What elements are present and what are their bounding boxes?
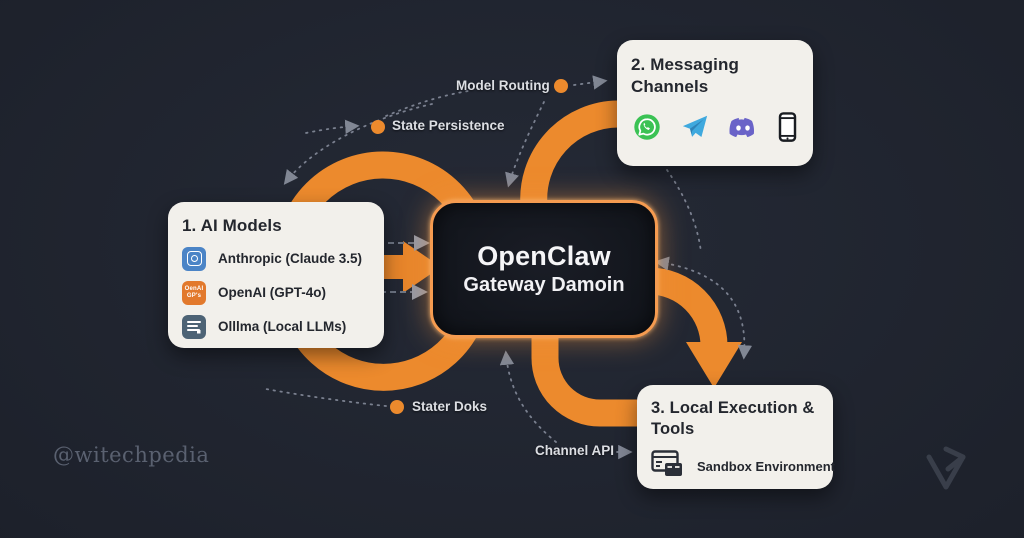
node-ai-models: 1. AI Models Anthropic (Claude 3.5) OenA…: [168, 202, 384, 348]
local-exec-title: 3. Local Execution & Tools: [651, 399, 815, 439]
phone-icon: [778, 111, 797, 147]
model-routing-dot: [554, 79, 568, 93]
whatsapp-icon: [633, 113, 661, 146]
local-exec-item-label: Sandbox Environment: [697, 459, 835, 475]
dotted-flow-paths: [265, 75, 753, 460]
list-item: Anthropic (Claude 3.5): [182, 246, 370, 271]
openai-icon-text: OenAI: [184, 286, 204, 293]
stater-doks-dot: [390, 400, 404, 414]
state-persistence-dot: [371, 120, 385, 134]
openai-icon-text: GP's: [186, 293, 202, 300]
arrowhead-to-local-exec: [686, 342, 742, 388]
list-item: Sandbox Environment: [651, 450, 835, 483]
gateway-title: OpenClaw: [477, 241, 611, 271]
ai-models-title: 1. AI Models: [182, 216, 282, 235]
node-gateway-center: OpenClaw Gateway Damoin: [430, 200, 658, 338]
ai-model-label: Anthropic (Claude 3.5): [218, 251, 363, 267]
brand-logo-icon: [918, 440, 974, 499]
telegram-icon: [681, 114, 709, 145]
list-item: OenAI GP's OpenAI (GPT-4o): [182, 280, 370, 305]
ai-model-label: Olllma (Local LLMs): [218, 319, 347, 335]
arc-bottom-right: [648, 267, 728, 347]
label-state-persistence: State Persistence: [392, 118, 505, 133]
arc-top-right: [520, 100, 619, 208]
label-model-routing: Model Routing: [456, 78, 550, 93]
node-messaging-channels: 2. Messaging Channels: [617, 40, 813, 166]
messaging-title: 2. Messaging Channels: [631, 55, 739, 96]
gateway-subtitle: Gateway Damoin: [463, 274, 625, 296]
watermark-handle: @witechpedia: [53, 443, 210, 467]
list-item: Olllma (Local LLMs): [182, 314, 370, 339]
anthropic-icon: [182, 246, 206, 271]
openai-icon: OenAI GP's: [182, 280, 206, 305]
sandbox-icon: [651, 450, 685, 483]
arc-bottom-center: [531, 328, 649, 427]
messaging-icons-row: [631, 111, 799, 147]
ai-model-label: OpenAI (GPT-4o): [218, 285, 326, 301]
label-channel-api: Channel API: [535, 443, 615, 458]
node-local-execution: 3. Local Execution & Tools Sandbox Envir…: [637, 385, 835, 489]
ollama-icon: [182, 314, 206, 339]
label-stater-doks: Stater Doks: [412, 399, 488, 414]
solid-arrow-ai-to-center: [352, 241, 441, 293]
discord-icon: [728, 115, 758, 144]
flow-waypoint-dots: [371, 79, 568, 414]
